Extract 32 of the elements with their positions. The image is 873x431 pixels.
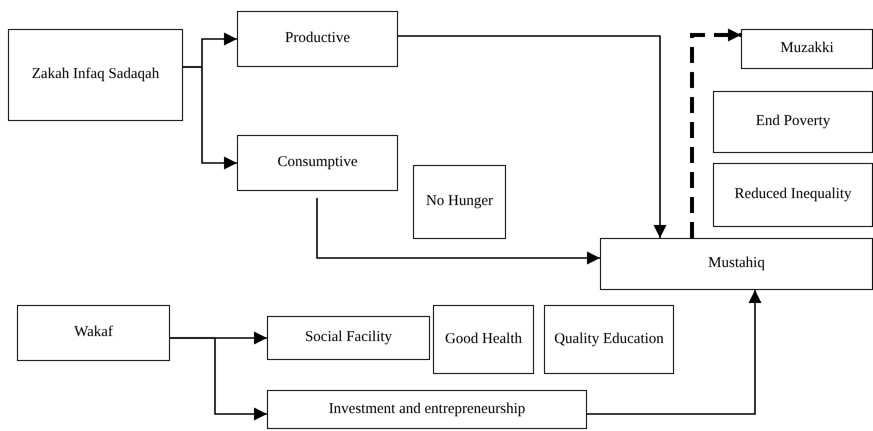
box-label: End Poverty (756, 112, 830, 132)
box-label: Quality Education (554, 330, 664, 349)
arrow (183, 66, 237, 170)
process-box (741, 29, 873, 69)
process-box (600, 238, 873, 290)
box-label: Investment and entrepreneurship (328, 400, 526, 419)
arrow (170, 337, 267, 420)
box-label: Wakaf (74, 323, 113, 342)
box-label: Muzakki (780, 39, 834, 58)
arrow (398, 35, 666, 238)
process-box (713, 163, 873, 227)
arrow (316, 198, 600, 264)
box-label: No Hunger (426, 192, 494, 212)
arrow (587, 290, 762, 415)
process-box (433, 305, 534, 374)
process-box (237, 11, 398, 67)
box-label: Reduced Inequality (734, 185, 852, 204)
box-label: Consumptive (277, 153, 358, 172)
process-box (8, 29, 183, 121)
process-box (237, 135, 398, 191)
box-label: Social Facility (304, 328, 392, 348)
box-label: Zakah Infaq Sadaqah (32, 65, 160, 84)
box-label: Mustahiq (708, 254, 765, 274)
process-box (713, 91, 873, 153)
process-box (267, 390, 587, 429)
process-box (17, 305, 170, 361)
process-box (267, 316, 430, 360)
dashed-arrow (690, 28, 741, 238)
process-box (413, 165, 506, 239)
box-label: Productive (285, 29, 350, 48)
box-label: Good Health (444, 330, 522, 349)
process-box (544, 305, 674, 374)
